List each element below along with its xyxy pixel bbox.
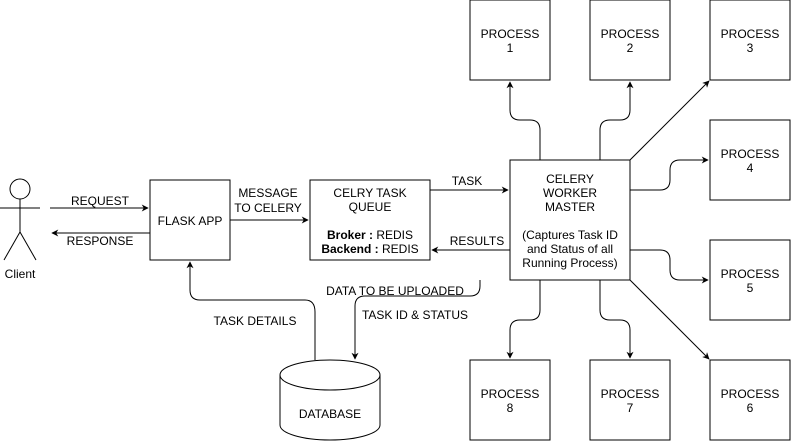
message-label-line2: TO CELERY xyxy=(234,201,302,215)
process-1-title: PROCESS xyxy=(481,27,540,41)
backend-label: Backend : xyxy=(321,242,378,256)
master-line1: CELERY xyxy=(546,172,594,186)
request-label: REQUEST xyxy=(71,194,130,208)
master-line4: (Captures Task ID xyxy=(522,228,618,242)
arrow-to-process-6 xyxy=(629,279,710,360)
process-7-title: PROCESS xyxy=(601,387,660,401)
worker-master-node: CELERY WORKER MASTER (Captures Task ID a… xyxy=(509,159,631,281)
process-4-node: PROCESS 4 xyxy=(709,119,791,201)
process-4-title: PROCESS xyxy=(721,147,780,161)
broker-label: Broker : xyxy=(327,228,373,242)
process-3-title: PROCESS xyxy=(721,27,780,41)
process-8-number: 8 xyxy=(507,401,514,415)
flask-app-node: FLASK APP xyxy=(149,179,231,261)
master-line5: and Status of all xyxy=(527,242,613,256)
process-8-title: PROCESS xyxy=(481,387,540,401)
process-1-node: PROCESS 1 xyxy=(469,0,551,81)
process-2-title: PROCESS xyxy=(601,27,660,41)
arrow-to-process-2 xyxy=(599,81,634,160)
message-label-line1: MESSAGE xyxy=(238,186,297,200)
data-upload-arrow xyxy=(351,280,481,360)
process-5-node: PROCESS 5 xyxy=(709,239,791,321)
process-3-node: PROCESS 3 xyxy=(709,0,791,81)
arrow-to-process-4 xyxy=(630,156,709,191)
process-4-number: 4 xyxy=(747,161,754,175)
flask-app-label: FLASK APP xyxy=(158,214,223,228)
database-label: DATABASE xyxy=(299,407,361,421)
task-queue-node: CELRY TASK QUEUE Broker : REDIS Backend … xyxy=(309,179,431,261)
queue-broker-line: Broker : REDIS xyxy=(327,228,413,242)
arrow-to-process-5 xyxy=(630,249,709,284)
process-2-node: PROCESS 2 xyxy=(589,0,671,81)
process-6-title: PROCESS xyxy=(721,387,780,401)
task-id-status-label: TASK ID & STATUS xyxy=(362,308,468,322)
queue-title-line1: CELRY TASK xyxy=(333,186,406,200)
data-upload-label: DATA TO BE UPLOADED xyxy=(326,284,464,298)
process-6-node: PROCESS 6 xyxy=(709,359,791,441)
arrow-to-process-7 xyxy=(599,280,634,359)
process-1-number: 1 xyxy=(507,41,514,55)
task-details-arrow xyxy=(186,261,316,360)
process-5-title: PROCESS xyxy=(721,267,780,281)
process-6-number: 6 xyxy=(747,401,754,415)
process-2-number: 2 xyxy=(627,41,634,55)
master-line6: Running Process) xyxy=(522,256,617,270)
arrow-to-process-3 xyxy=(629,80,710,161)
broker-value: REDIS xyxy=(373,228,413,242)
database-node: DATABASE xyxy=(279,359,381,441)
client-label: Client xyxy=(5,267,36,281)
master-line3: MASTER xyxy=(545,200,595,214)
task-details-label: TASK DETAILS xyxy=(214,314,297,328)
process-7-number: 7 xyxy=(627,401,634,415)
backend-value: REDIS xyxy=(379,242,419,256)
results-label: RESULTS xyxy=(450,234,504,248)
queue-backend-line: Backend : REDIS xyxy=(321,242,418,256)
arrow-to-process-8 xyxy=(506,280,541,359)
process-8-node: PROCESS 8 xyxy=(469,359,551,441)
client-actor-icon xyxy=(0,178,40,261)
arrow-to-process-1 xyxy=(506,81,541,160)
process-7-node: PROCESS 7 xyxy=(589,359,671,441)
queue-title-line2: QUEUE xyxy=(349,200,392,214)
task-label: TASK xyxy=(452,174,482,188)
process-5-number: 5 xyxy=(747,281,754,295)
response-label: RESPONSE xyxy=(67,234,134,248)
process-3-number: 3 xyxy=(747,41,754,55)
master-line2: WORKER xyxy=(543,186,597,200)
